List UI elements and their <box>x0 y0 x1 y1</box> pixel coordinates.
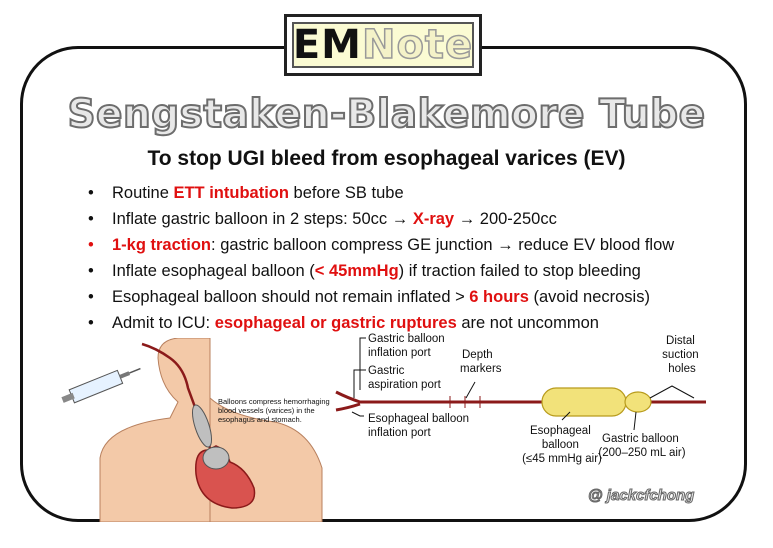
tube-line <box>335 390 706 404</box>
esophageal-balloon-shape <box>541 387 627 417</box>
list-item: Esophageal balloon should not remain inf… <box>86 284 674 310</box>
bullet-text: Admit to ICU: <box>112 314 215 332</box>
bullet-highlight: < 45mmHg <box>314 262 399 280</box>
torso-shape <box>99 338 211 522</box>
pointer-line <box>561 411 571 421</box>
esophageal-balloon-shape <box>191 404 213 448</box>
bullet-text: Routine <box>112 184 174 202</box>
page-title: Sengstaken-Blakemore Tube <box>66 91 706 138</box>
gastric-balloon-shape <box>624 391 652 413</box>
label-distal-suction: Distal suction holes <box>662 335 702 375</box>
pointer-line <box>465 381 476 399</box>
logo-note: Note <box>361 21 474 69</box>
list-item: Inflate esophageal balloon (< 45mmHg) if… <box>86 258 674 284</box>
bullet-text: ) if traction failed to stop bleeding <box>398 262 641 280</box>
list-item: Routine ETT intubation before SB tube <box>86 180 674 206</box>
list-item: Inflate gastric balloon in 2 steps: 50cc… <box>86 206 674 232</box>
bullet-highlight: X-ray <box>412 210 455 228</box>
label-gastric-aspiration-port: Gastric aspiration port <box>368 365 442 391</box>
tube-path <box>141 342 212 449</box>
bullet-highlight: ETT intubation <box>173 184 289 202</box>
bullet-text: Inflate gastric balloon in 2 steps: 50cc… <box>112 210 413 228</box>
bullet-highlight: esophageal or gastric ruptures <box>214 314 457 332</box>
gastric-balloon-shape <box>202 446 230 470</box>
key-points-list: Routine ETT intubation before SB tube In… <box>86 180 674 336</box>
anatomy-illustration: Balloons compress hemorrhaging blood ves… <box>61 338 330 522</box>
illustration-caption: Balloons compress hemorrhaging blood ves… <box>218 397 330 424</box>
bullet-text: are not uncommon <box>456 314 599 332</box>
author-credit: @ jackcfchong <box>587 487 695 505</box>
bullet-highlight: 1-kg traction <box>112 236 212 254</box>
bullet-text: : gastric balloon compress GE junction →… <box>211 236 675 254</box>
bullet-text: Esophageal balloon should not remain inf… <box>112 288 470 306</box>
bullet-text: (avoid necrosis) <box>528 288 650 306</box>
caption-line: blood vessels (varices) in the <box>218 406 315 415</box>
bullet-highlight: 6 hours <box>469 288 529 306</box>
pointer-line <box>351 411 364 417</box>
logo-em: EM <box>292 22 362 68</box>
sb-tube-diagram: Gastric balloon inflation port Gastric a… <box>335 333 706 465</box>
caption-line: esophagus and stomach. <box>218 415 302 424</box>
label-gastric-balloon: Gastric balloon (200–250 mL air) <box>598 433 685 459</box>
label-esophageal-balloon: Esophageal balloon (≤45 mmHg air) <box>522 425 602 465</box>
tube-branch-lower <box>335 402 361 412</box>
pointer-line <box>633 411 637 431</box>
caption-line: Balloons compress hemorrhaging <box>218 397 330 406</box>
pointer-line <box>649 385 695 399</box>
page-subtitle: To stop UGI bleed from esophageal varice… <box>147 147 626 170</box>
bullet-text: before SB tube <box>288 184 404 202</box>
pointer-line <box>353 369 366 398</box>
label-esophageal-inflation-port: Esophageal balloon inflation port <box>368 413 472 439</box>
bullet-text: → 200-250cc <box>454 210 557 228</box>
syringe-icon <box>61 367 141 404</box>
list-item: 1-kg traction: gastric balloon compress … <box>86 232 674 258</box>
label-gastric-inflation-port: Gastric balloon inflation port <box>368 333 448 359</box>
bullet-text: Inflate esophageal balloon ( <box>112 262 315 280</box>
list-item: Admit to ICU: esophageal or gastric rupt… <box>86 310 674 336</box>
pointer-line <box>359 337 366 390</box>
label-depth-markers: Depth markers <box>460 349 502 375</box>
